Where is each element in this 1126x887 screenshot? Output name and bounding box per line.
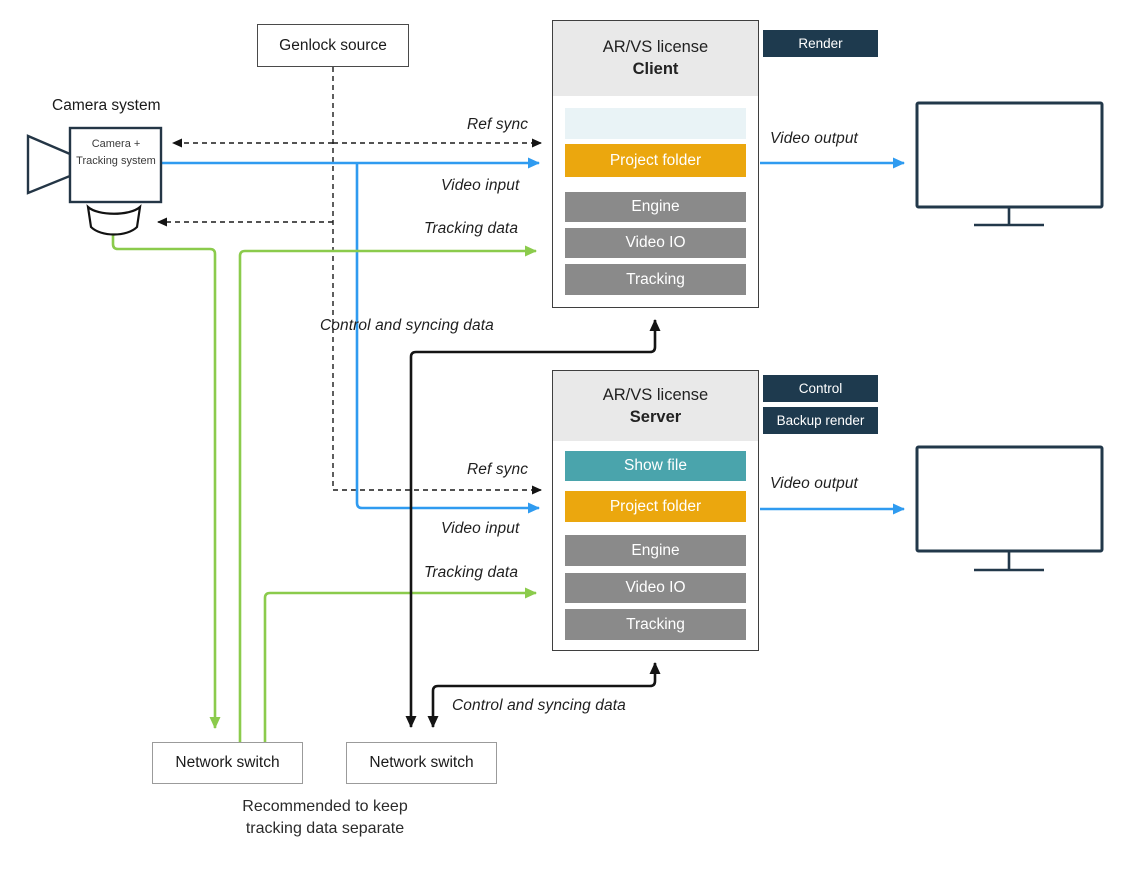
client-header: AR/VS license Client [553,21,758,96]
server-tracking-label: Tracking [626,615,685,633]
server-show-file-slot: Show file [565,451,746,481]
tracking-data-server-label: Tracking data [424,564,519,581]
client-video-io-label: Video IO [625,234,686,251]
ref-sync-server-label: Ref sync [467,461,529,478]
wire-tracking-camera-to-switch [111,231,221,729]
server-role-label: Server [629,407,682,426]
client-tracking-label: Tracking [626,270,685,288]
wire-tracking-switch-to-server [263,587,537,742]
server-engine-label: Engine [631,541,680,559]
control-syncing-client-label: Control and syncing data [320,317,494,334]
control-syncing-server-label: Control and syncing data [452,697,626,714]
server-header: AR/VS license Server [553,371,758,441]
tracking-note-line2: tracking data separate [245,820,405,838]
server-module-engine: Engine [565,535,746,566]
client-engine-label: Engine [631,198,680,215]
server-project-folder-slot: Project folder [565,491,746,522]
wire-video-input-server [355,164,540,514]
client-render-badge: Render [763,30,878,57]
control-badge-label: Control [798,381,843,396]
client-module-video-io: Video IO [565,228,746,258]
server-video-io-label: Video IO [625,579,686,596]
client-project-folder-label: Project folder [609,151,702,169]
video-output-server-label: Video output [770,475,858,492]
server-show-file-label: Show file [624,457,687,474]
backup-render-badge-label: Backup render [776,413,865,428]
network-switch-control-node: Network switch [346,742,497,784]
server-control-badge: Control [763,375,878,402]
camera-system-title: Camera system [52,97,161,114]
genlock-source-node: Genlock source [257,24,409,67]
client-license-label: AR/VS license [602,38,709,56]
wire-tracking-switch-to-client [238,245,537,742]
arvs-server-node: AR/VS license Server Show file Project f… [552,370,759,651]
arvs-client-node: AR/VS license Client Project folder Engi… [552,20,759,308]
camera-icon [26,126,163,236]
tracking-head-icon [86,204,142,236]
ref-sync-client-label: Ref sync [467,116,529,133]
render-badge-label: Render [798,36,843,51]
video-input-client-label: Video input [441,177,520,194]
video-input-server-label: Video input [441,520,520,537]
network-switch-right-label: Network switch [369,754,474,771]
server-license-label: AR/VS license [602,385,709,404]
video-output-client-label: Video output [770,130,858,147]
tracking-data-client-label: Tracking data [424,220,519,237]
client-empty-slot [565,108,746,139]
monitor-server-icon [915,445,1104,572]
server-module-tracking: Tracking [565,609,746,640]
wire-control-client-switch [405,319,661,728]
tracking-note: Recommended to keep tracking data separa… [205,796,445,841]
client-module-engine: Engine [565,192,746,222]
camera-tracking-label: Camera + Tracking system [76,138,156,167]
client-project-folder-slot: Project folder [565,144,746,177]
client-role-label: Client [632,60,679,78]
server-project-folder-label: Project folder [609,497,702,515]
tracking-note-line1: Recommended to keep [242,798,408,815]
server-backup-render-badge: Backup render [763,407,878,434]
server-module-video-io: Video IO [565,573,746,603]
client-module-tracking: Tracking [565,264,746,295]
wire-control-server-switch [427,662,661,728]
monitor-client-icon [915,101,1104,227]
network-switch-left-label: Network switch [175,754,280,771]
network-switch-tracking-node: Network switch [152,742,303,784]
genlock-source-label: Genlock source [279,36,387,54]
